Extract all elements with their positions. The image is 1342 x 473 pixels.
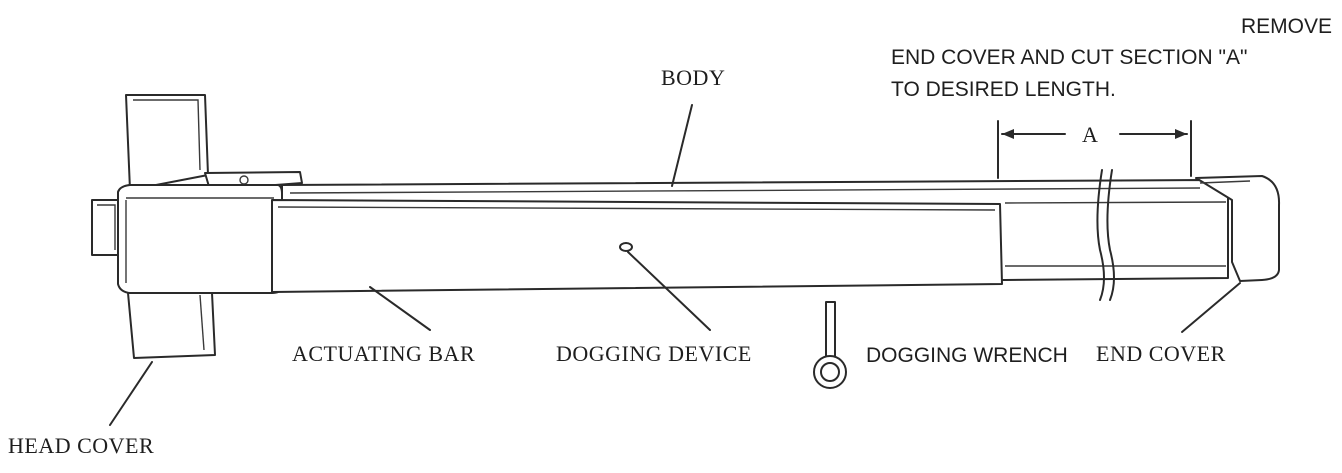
end-cover-label: END COVER — [1096, 341, 1226, 366]
instruction-line-2: END COVER AND CUT SECTION "A" — [891, 46, 1247, 69]
body-label: BODY — [661, 65, 725, 90]
dogging-device-label: DOGGING DEVICE — [556, 341, 752, 366]
leader-lines — [109, 104, 1241, 426]
dogging-wrench-label: DOGGING WRENCH — [866, 344, 1068, 367]
dimension-a-label: A — [1082, 122, 1098, 147]
actuating-bar-label: ACTUATING BAR — [292, 341, 475, 366]
instruction-line-1: REMOVE — [1241, 15, 1332, 38]
end-cover — [1195, 175, 1281, 282]
break-lines — [1096, 169, 1115, 301]
dimension-a: A — [997, 120, 1192, 179]
head-cover — [91, 94, 303, 359]
instruction-line-3: TO DESIRED LENGTH. — [891, 78, 1116, 101]
dogging-wrench-icon — [813, 301, 847, 389]
actuating-bar — [271, 199, 1003, 293]
head-cover-label: HEAD COVER — [8, 433, 154, 458]
dogging-device-hole — [619, 242, 633, 252]
